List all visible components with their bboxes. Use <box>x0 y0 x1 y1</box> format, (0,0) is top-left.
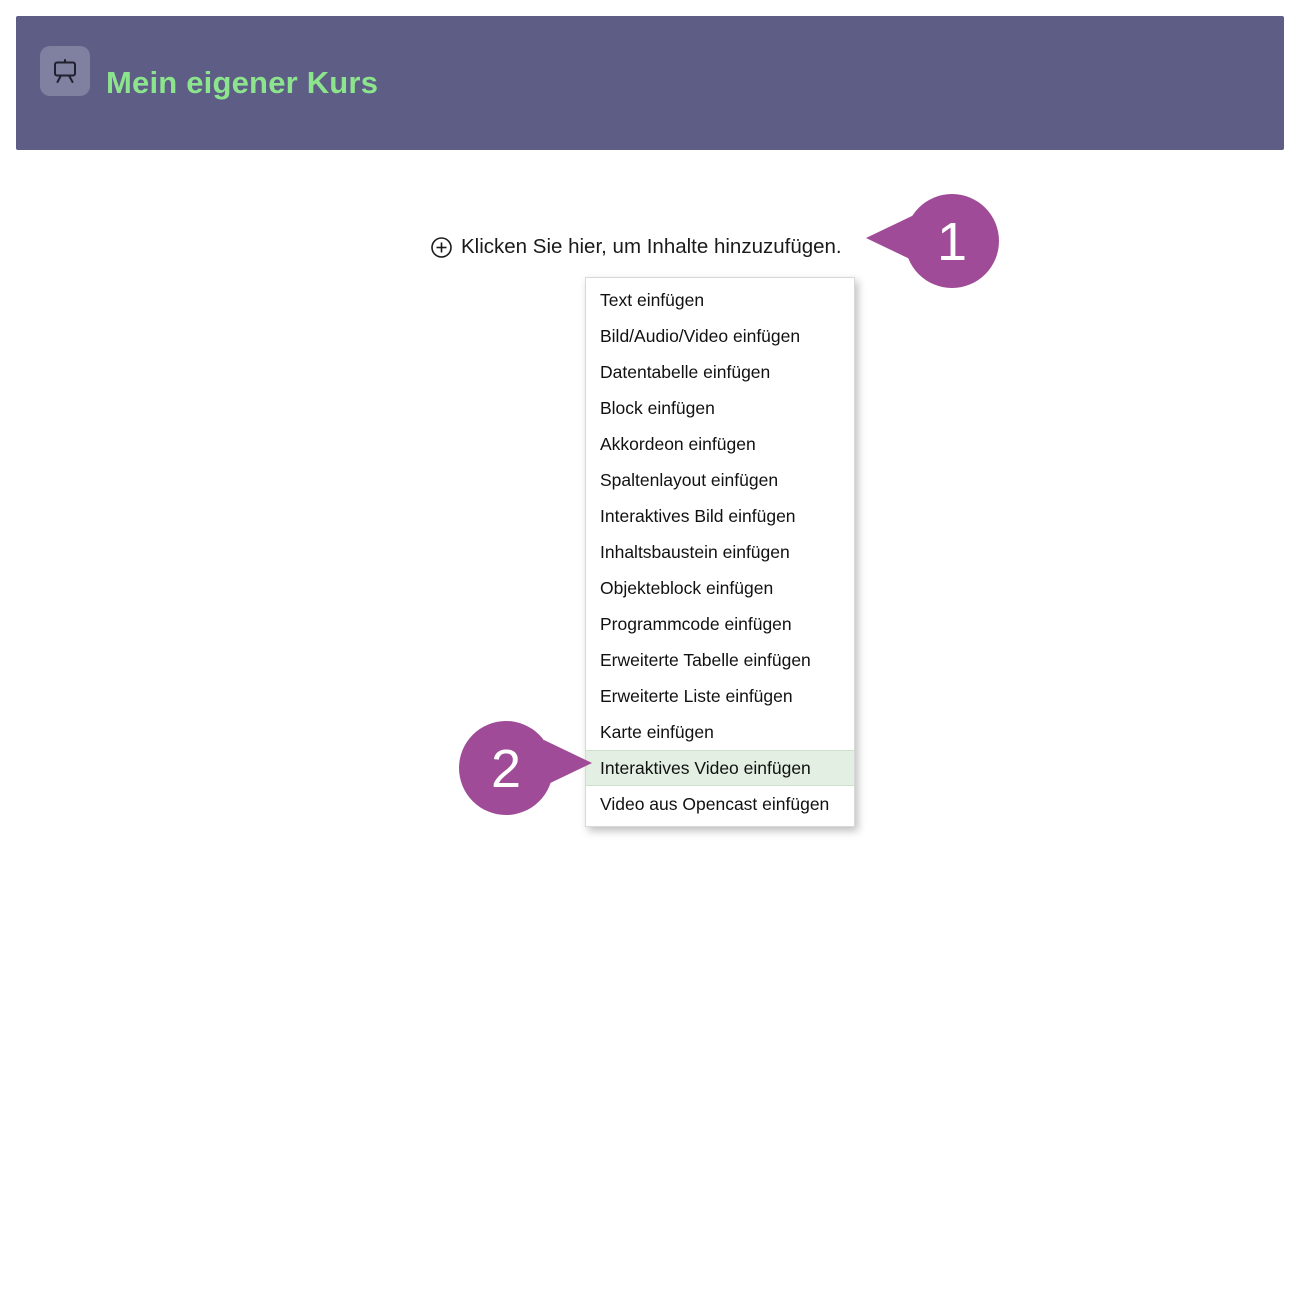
menu-item[interactable]: Bild/Audio/Video einfügen <box>600 326 801 346</box>
menu-item[interactable]: Video aus Opencast einfügen <box>600 794 830 814</box>
menu-item[interactable]: Inhaltsbaustein einfügen <box>600 542 790 562</box>
add-content-link[interactable]: Klicken Sie hier, um Inhalte hinzuzufüge… <box>430 231 842 263</box>
menu-item[interactable]: Objekteblock einfügen <box>600 578 774 598</box>
menu-item[interactable]: Programmcode einfügen <box>600 614 792 634</box>
plus-circle-icon <box>430 236 453 259</box>
menu-item[interactable]: Block einfügen <box>600 398 715 418</box>
presentation-board-glyph <box>54 59 76 83</box>
menu-item[interactable]: Spaltenlayout einfügen <box>600 470 779 490</box>
course-header: Mein eigener Kurs <box>16 16 1284 150</box>
menu-item[interactable]: Interaktives Bild einfügen <box>600 506 796 526</box>
menu-item[interactable]: Erweiterte Tabelle einfügen <box>600 650 811 670</box>
menu-item[interactable]: Text einfügen <box>600 290 705 310</box>
callout-2-number: 2 <box>491 739 521 799</box>
menu-item[interactable]: Erweiterte Liste einfügen <box>600 686 793 706</box>
callout-1-number: 1 <box>937 212 967 272</box>
presentation-board-icon <box>40 46 90 96</box>
callout-badge-2: 2 <box>459 721 592 815</box>
menu-item[interactable]: Karte einfügen <box>600 722 714 742</box>
callout-badge-1: 1 <box>866 194 999 288</box>
insert-content-menu: Text einfügen Bild/Audio/Video einfügen … <box>585 277 855 827</box>
menu-item[interactable]: Akkordeon einfügen <box>600 434 756 454</box>
menu-item-interaktives-video[interactable]: Interaktives Video einfügen <box>586 750 854 786</box>
course-title: Mein eigener Kurs <box>106 65 379 100</box>
add-content-label: Klicken Sie hier, um Inhalte hinzuzufüge… <box>461 235 842 258</box>
menu-item[interactable]: Datentabelle einfügen <box>600 362 771 382</box>
